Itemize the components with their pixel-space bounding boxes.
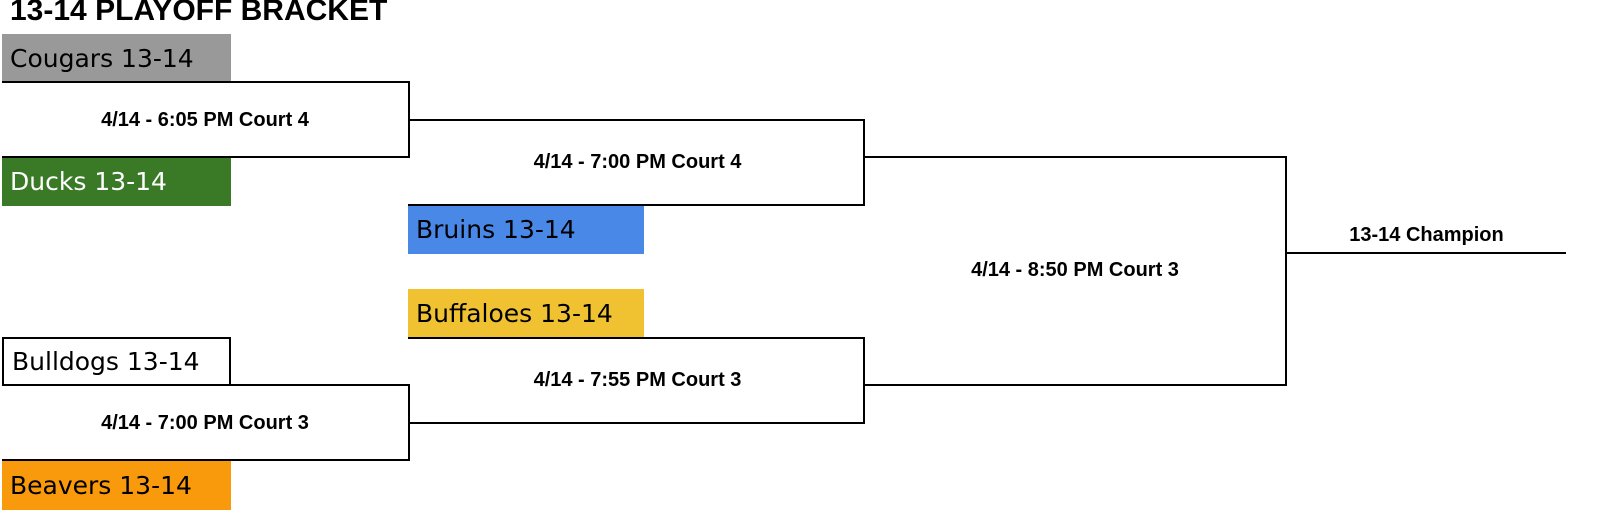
bracket-line (863, 119, 865, 206)
bracket-line (408, 204, 865, 206)
game-label-r2-bottom: 4/14 - 7:55 PM Court 3 (533, 369, 742, 391)
team-ducks: Ducks 13-14 (2, 157, 231, 206)
bracket-title: 13-14 PLAYOFF BRACKET (10, 0, 388, 27)
bracket-line (863, 384, 1287, 386)
team-beavers: Beavers 13-14 (2, 461, 231, 510)
bracket-line (863, 337, 865, 424)
bracket-line (2, 459, 410, 461)
team-bruins: Bruins 13-14 (408, 205, 644, 254)
bracket-line (1285, 156, 1287, 386)
team-cougars: Cougars 13-14 (2, 34, 231, 83)
game-label-r1-bottom: 4/14 - 7:00 PM Court 3 (101, 412, 309, 434)
bracket-line (1285, 252, 1566, 254)
bracket-line (408, 337, 865, 339)
team-buffaloes: Buffaloes 13-14 (408, 289, 644, 338)
game-label-final: 4/14 - 8:50 PM Court 3 (971, 259, 1179, 281)
bracket-line (408, 119, 865, 121)
bracket-line (863, 156, 1287, 158)
game-label-r1-top: 4/14 - 6:05 PM Court 4 (101, 109, 309, 131)
bracket-line (2, 156, 410, 158)
champion-label: 13-14 Champion (1349, 224, 1504, 246)
bracket-line (2, 81, 410, 83)
bracket-line (408, 422, 865, 424)
team-bulldogs: Bulldogs 13-14 (2, 337, 231, 386)
bracket-line (2, 384, 410, 386)
game-label-r2-top: 4/14 - 7:00 PM Court 4 (533, 151, 742, 173)
